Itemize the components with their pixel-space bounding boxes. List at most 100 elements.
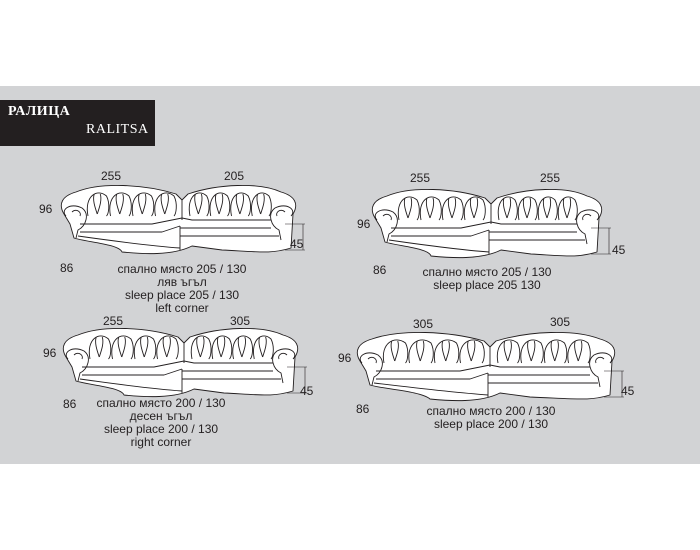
- cushion-seam: [470, 340, 476, 362]
- cushion-seam: [95, 336, 100, 358]
- cushion-seam: [197, 193, 203, 215]
- dimension-right-length: 255: [540, 171, 561, 185]
- seat-edge: [391, 221, 577, 229]
- dimension-seat-height: 45: [612, 243, 626, 257]
- back-cushion: [397, 196, 420, 221]
- cushion-seam: [447, 197, 453, 219]
- cushion-seam: [451, 197, 457, 219]
- cushion-seam: [394, 340, 399, 362]
- back-cushion: [190, 335, 212, 360]
- cushion-seam: [441, 340, 447, 362]
- caption-line: десен ъгъл: [129, 409, 193, 423]
- seat-front-left: [391, 229, 490, 237]
- caption-variant-4: спално място 200 / 130 sleep place 200 /…: [401, 405, 581, 431]
- cushion-seam: [258, 336, 264, 358]
- back-cushion: [232, 335, 253, 360]
- caption-line: sleep place 205 / 130: [124, 288, 240, 302]
- caption-line: right corner: [130, 435, 192, 449]
- title-box: [0, 100, 155, 146]
- sofa-drawing-left-corner-205: [56, 180, 305, 262]
- cushion-seam: [262, 336, 267, 358]
- sofa-drawing-255-255: [367, 184, 611, 266]
- base-rail-left: [388, 239, 490, 253]
- corner-sofa-outline: [371, 188, 611, 259]
- cushion-seam: [566, 197, 572, 219]
- cushion-seam: [256, 193, 262, 215]
- cushion-seam: [199, 336, 205, 358]
- back-cushion: [408, 339, 434, 364]
- cushion-seam: [574, 340, 579, 362]
- back-cushion: [209, 192, 231, 217]
- dimension-seat-depth: 86: [356, 402, 370, 416]
- back-cushion: [251, 192, 272, 217]
- sofa-silhouette: [62, 327, 299, 398]
- seat-height-guide: [591, 227, 611, 255]
- cushion-seam: [115, 193, 121, 215]
- cushion-seam: [237, 336, 243, 358]
- dimension-left-length: 255: [410, 171, 431, 185]
- cushion-seam: [526, 197, 532, 219]
- cushion-seam: [141, 193, 147, 215]
- right-arm-scroll: [595, 356, 605, 364]
- back-cushion: [497, 196, 518, 221]
- cushion-seam: [550, 340, 556, 362]
- cushion-seam: [419, 340, 425, 362]
- seat-edge: [82, 360, 273, 368]
- dimension-seat-depth: 86: [373, 263, 387, 277]
- sofa-silhouette: [356, 331, 616, 402]
- seat-edge: [376, 364, 590, 372]
- cushion-seam: [527, 340, 532, 362]
- back-cushion: [517, 196, 538, 221]
- left-arm-scroll: [367, 356, 377, 364]
- back-cushion: [188, 192, 210, 217]
- title-bulgarian: РАЛИЦА: [8, 104, 71, 119]
- sofa-silhouette: [371, 188, 603, 259]
- left-arm-scroll: [71, 209, 81, 217]
- dimension-depth: 96: [338, 351, 352, 365]
- dimension-depth: 96: [39, 202, 53, 216]
- sofa-drawing-right-corner-305: [58, 323, 307, 405]
- cushion-seam: [119, 193, 124, 215]
- left-arm: [63, 205, 87, 239]
- back-cushion: [156, 335, 179, 360]
- back-cushion: [537, 196, 558, 221]
- left-arm: [374, 209, 398, 243]
- dimension-depth: 96: [357, 217, 371, 231]
- cushion-seam: [390, 340, 396, 362]
- title-english: RALITSA: [86, 122, 149, 137]
- dimension-seat-depth: 86: [60, 261, 74, 275]
- caption-line: sleep place 205 130: [433, 278, 541, 292]
- cushion-seam: [542, 197, 548, 219]
- back-cushion: [211, 335, 233, 360]
- seat-height-guide: [287, 366, 307, 394]
- cushion-seam: [239, 193, 244, 215]
- cushion-seam: [196, 336, 201, 358]
- left-arm: [359, 352, 383, 386]
- cushion-seam: [166, 336, 171, 358]
- cushion-seam: [117, 336, 123, 358]
- corner-sofa-outline: [60, 184, 305, 255]
- back-cushion: [230, 192, 251, 217]
- back-cushion: [496, 339, 521, 364]
- left-arm: [65, 348, 89, 382]
- dimension-depth: 96: [43, 346, 57, 360]
- back-cushion: [557, 196, 578, 221]
- back-cushion: [253, 335, 274, 360]
- cushion-seam: [164, 193, 169, 215]
- caption-line: спално място 205 / 130: [422, 265, 552, 279]
- right-arm: [589, 352, 613, 388]
- right-arm-scroll: [278, 352, 288, 360]
- corner-sofa-outline: [356, 331, 624, 402]
- caption-variant-1: спално място 205 / 130 ляв ъгъл sleep pl…: [92, 263, 272, 315]
- dimension-seat-height: 45: [290, 237, 304, 251]
- seat-front-left: [80, 225, 181, 233]
- back-cushion: [133, 335, 157, 360]
- sofa-silhouette: [60, 184, 297, 255]
- cushion-seam: [235, 193, 241, 215]
- back-cushion: [543, 339, 568, 364]
- dimension-seat-height: 45: [300, 384, 314, 398]
- back-cushion: [109, 192, 132, 217]
- cushion-seam: [562, 197, 568, 219]
- cushion-seam: [98, 336, 104, 358]
- caption-line: спално място 200 / 130: [426, 404, 556, 418]
